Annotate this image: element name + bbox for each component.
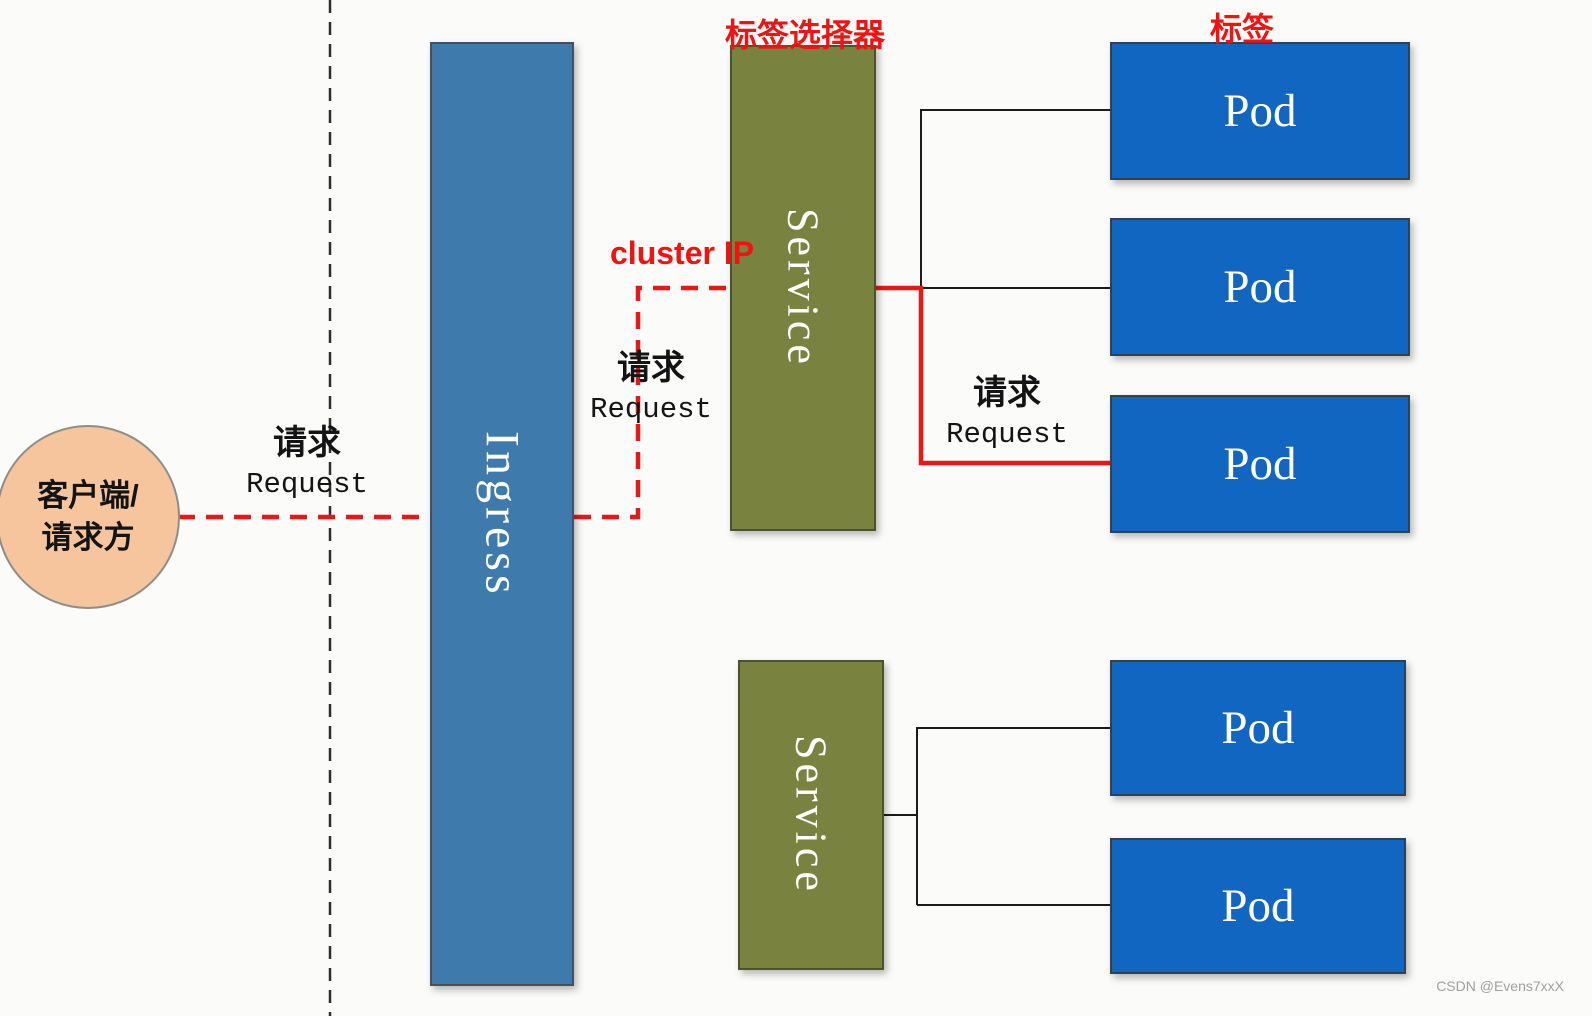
service-top-label: Service xyxy=(778,208,828,368)
client-node: 客户端/ 请求方 xyxy=(0,425,180,609)
request-label-en: Request xyxy=(590,393,712,426)
client-label-line1: 客户端/ xyxy=(37,478,139,514)
pod-top-3-label: Pod xyxy=(1223,438,1297,490)
pod-top-1-node: Pod xyxy=(1110,42,1410,180)
service-bottom-node: Service xyxy=(738,660,884,970)
request-line-ingress-to-service xyxy=(574,285,730,520)
cluster-ip-annotation: cluster IP xyxy=(610,235,755,271)
tag-annotation: 标签 xyxy=(1210,11,1275,47)
request-line-service-to-pod3 xyxy=(876,285,1110,466)
pod-bottom-1-node: Pod xyxy=(1110,660,1406,796)
pod-bottom-2-node: Pod xyxy=(1110,838,1406,974)
client-label-line2: 请求方 xyxy=(41,520,135,555)
label-selector-annotation: 标签选择器 xyxy=(725,17,886,53)
request-label-service-pod: 请求 Request xyxy=(907,365,1107,451)
pod-top-3-node: Pod xyxy=(1110,395,1410,533)
request-label-zh: 请求 xyxy=(973,374,1041,412)
request-label-client-ingress: 请求 Request xyxy=(207,415,407,501)
service-top-to-pod1-line xyxy=(876,109,1110,289)
ingress-node: Ingress xyxy=(430,42,574,986)
request-label-ingress-service: 请求 Request xyxy=(551,340,751,426)
service-bottom-label: Service xyxy=(786,735,836,895)
service-top-node: Service xyxy=(730,45,876,531)
request-label-zh: 请求 xyxy=(273,424,341,462)
pod-top-1-label: Pod xyxy=(1223,85,1297,137)
watermark: CSDN @Evens7xxX xyxy=(1436,978,1564,994)
service-bottom-to-pod4-line xyxy=(916,727,1110,905)
request-label-zh: 请求 xyxy=(617,349,685,387)
request-label-en: Request xyxy=(246,468,368,501)
pod-bottom-2-label: Pod xyxy=(1221,880,1295,932)
request-label-en: Request xyxy=(946,418,1068,451)
ingress-label: Ingress xyxy=(475,430,529,598)
pod-bottom-1-label: Pod xyxy=(1221,702,1295,754)
pod-top-2-node: Pod xyxy=(1110,218,1410,356)
pod-top-2-label: Pod xyxy=(1223,261,1297,313)
